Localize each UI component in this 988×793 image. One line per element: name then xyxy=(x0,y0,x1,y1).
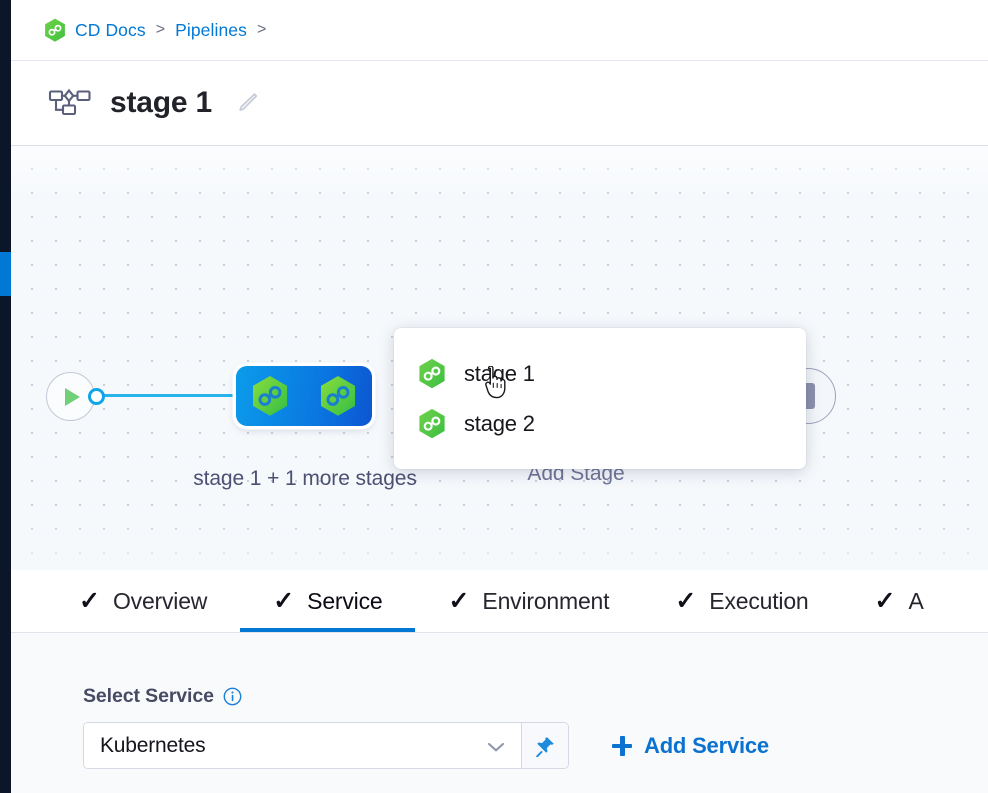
select-service-label-row: Select Service xyxy=(83,685,988,708)
tab-environment[interactable]: ✓ Environment xyxy=(415,570,642,632)
harness-hexagon-icon xyxy=(418,408,446,440)
play-icon xyxy=(65,387,80,406)
page-title: stage 1 xyxy=(110,86,212,119)
select-service-control: Kubernetes xyxy=(83,722,569,769)
check-icon: ✓ xyxy=(448,586,470,615)
add-service-button[interactable]: Add Service xyxy=(611,733,769,759)
stage-popup-item-label: stage 1 xyxy=(464,361,535,386)
tab-overview[interactable]: ✓ Overview xyxy=(46,570,240,632)
stage-popup-item-label: stage 2 xyxy=(464,411,535,436)
plus-icon xyxy=(611,735,633,757)
pipeline-stages-icon xyxy=(48,86,92,120)
stage-list-popup: stage 1 stage 2 xyxy=(394,328,806,469)
harness-hexagon-icon xyxy=(44,18,66,43)
left-nav-rail-active-indicator[interactable] xyxy=(0,252,11,296)
harness-hexagon-icon xyxy=(418,358,446,390)
breadcrumb-link-cd-docs[interactable]: CD Docs xyxy=(75,19,146,40)
stage-config-tabs: ✓ Overview ✓ Service ✓ Environment ✓ Exe… xyxy=(11,570,988,633)
tab-advanced[interactable]: ✓ A xyxy=(842,570,957,632)
select-service-label: Select Service xyxy=(83,685,214,707)
breadcrumb-link-pipelines[interactable]: Pipelines xyxy=(175,19,247,40)
tab-label: A xyxy=(908,587,924,614)
stage-popup-item-stage-1[interactable]: stage 1 xyxy=(394,349,806,399)
check-icon: ✓ xyxy=(675,586,697,615)
check-icon: ✓ xyxy=(273,586,295,615)
pin-icon[interactable] xyxy=(521,723,568,768)
service-dropdown-value: Kubernetes xyxy=(100,733,206,757)
tab-label: Execution xyxy=(709,587,809,614)
add-service-label: Add Service xyxy=(644,732,769,758)
harness-hexagon-icon xyxy=(319,375,357,418)
tab-label: Service xyxy=(307,587,383,614)
breadcrumb-items: CD Docs > Pipelines > xyxy=(44,18,267,43)
tab-label: Overview xyxy=(112,587,208,614)
stage-popup-item-stage-2[interactable]: stage 2 xyxy=(394,399,806,449)
left-nav-rail xyxy=(0,0,11,793)
service-controls: Kubernetes xyxy=(83,722,988,769)
start-node-output-port[interactable] xyxy=(88,388,105,405)
breadcrumb-separator-icon: > xyxy=(155,21,166,38)
tab-label: Environment xyxy=(482,587,610,614)
breadcrumb: CD Docs > Pipelines > xyxy=(11,0,988,61)
service-dropdown[interactable]: Kubernetes xyxy=(84,723,521,768)
check-icon: ✓ xyxy=(79,586,100,615)
tab-execution[interactable]: ✓ Execution xyxy=(642,570,841,632)
page-header: stage 1 xyxy=(11,61,988,146)
breadcrumb-separator-icon: > xyxy=(256,21,267,38)
chevron-down-icon xyxy=(486,740,506,752)
info-icon[interactable] xyxy=(223,687,242,706)
tab-service[interactable]: ✓ Service xyxy=(240,570,416,632)
stage-group-node[interactable] xyxy=(236,366,372,426)
pipeline-edge xyxy=(102,394,239,397)
pencil-icon[interactable] xyxy=(234,90,260,116)
harness-hexagon-icon xyxy=(251,375,289,418)
service-form: Select Service Kubernetes xyxy=(11,633,988,793)
check-icon: ✓ xyxy=(874,586,896,615)
